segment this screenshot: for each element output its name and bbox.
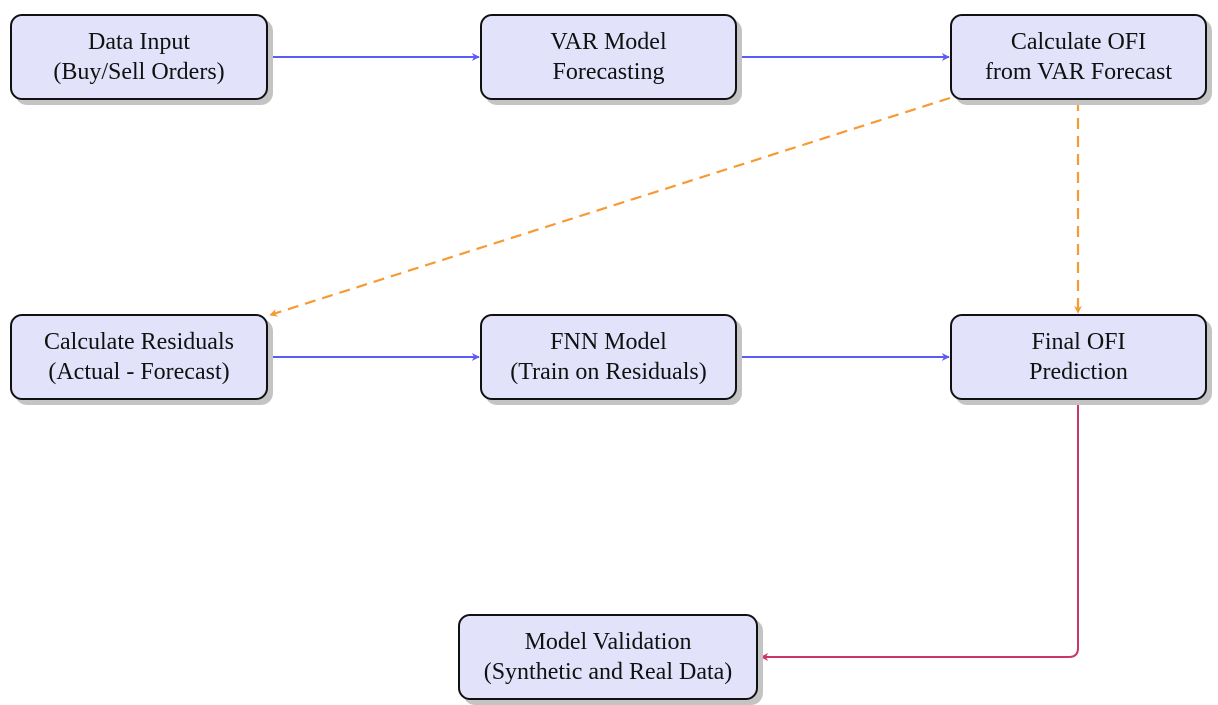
- node-label-line1: Model Validation: [524, 629, 692, 655]
- node-label-line2: (Train on Residuals): [510, 359, 707, 385]
- edge-calc-ofi-to-calc-residuals: [269, 96, 951, 317]
- node-label-line2: from VAR Forecast: [984, 59, 1173, 85]
- node-label-line1: FNN Model: [550, 329, 667, 355]
- node-calc-ofi[interactable]: Calculate OFI from VAR Forecast: [950, 14, 1207, 100]
- node-final-ofi[interactable]: Final OFI Prediction: [950, 314, 1207, 400]
- node-label-line1: Data Input: [88, 29, 190, 55]
- node-var-model[interactable]: VAR Model Forecasting: [480, 14, 737, 100]
- node-model-validation[interactable]: Model Validation (Synthetic and Real Dat…: [458, 614, 758, 700]
- edge-final-ofi-to-model-validation: [760, 400, 1079, 661]
- node-label-line1: Calculate Residuals: [44, 329, 234, 355]
- node-label-line1: Calculate OFI: [1010, 29, 1147, 55]
- node-label-line2: (Buy/Sell Orders): [53, 59, 225, 85]
- node-label-line2: Forecasting: [552, 59, 665, 85]
- node-label-line1: Final OFI: [1031, 329, 1126, 355]
- node-label-line2: (Synthetic and Real Data): [483, 659, 733, 685]
- node-label-line2: Prediction: [1029, 359, 1128, 385]
- node-data-input[interactable]: Data Input (Buy/Sell Orders): [10, 14, 268, 100]
- node-fnn-model[interactable]: FNN Model (Train on Residuals): [480, 314, 737, 400]
- node-calc-residuals[interactable]: Calculate Residuals (Actual - Forecast): [10, 314, 268, 400]
- node-label-line1: VAR Model: [550, 29, 667, 55]
- node-label-line2: (Actual - Forecast): [48, 359, 230, 385]
